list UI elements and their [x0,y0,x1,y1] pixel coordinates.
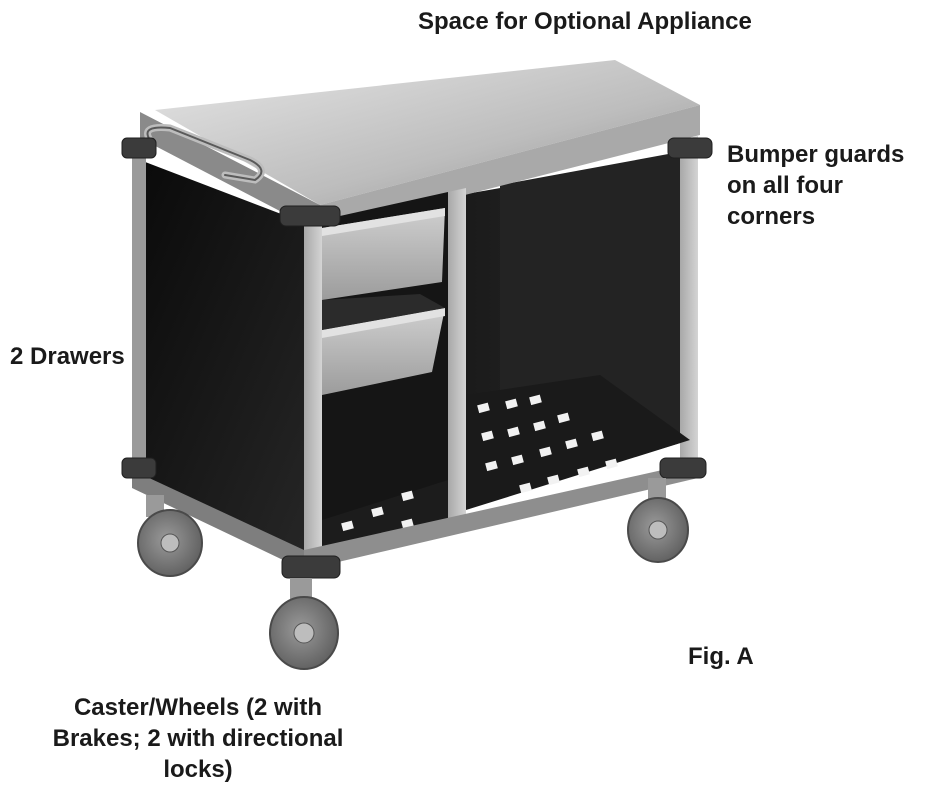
bumper-top-front [279,205,341,227]
drawers-label: 2 Drawers [10,343,125,370]
top-left-edge [140,112,320,232]
appliance-space-label: Space for Optional Appliance [418,8,752,35]
wheel-front-right [627,478,689,563]
base-front-rail [304,462,698,570]
bumper-bottom-left [121,457,157,479]
back-left-post [132,150,146,480]
bumper-top-left [121,137,157,159]
left-side-panel [140,160,310,555]
right-bottom-shelf [466,375,690,510]
wheel-front-left [269,578,339,670]
bumper-guards-label: Bumper guards on all four corners [727,141,905,230]
bumper-guards [121,137,713,579]
bumper-top-right [667,137,713,159]
wheel-back-left [137,495,203,577]
casters-label: Caster/Wheels (2 with Brakes; 2 with dir… [52,694,344,783]
bumper-bottom-front [281,555,341,579]
bumper-bottom-right [659,457,707,479]
figure-label: Fig. A [688,643,754,670]
front-right-post [680,136,698,474]
base-left-rail [132,470,304,570]
top-surface [155,60,700,205]
front-left-post [304,220,322,565]
caster-wheels [137,478,689,670]
center-divider [448,188,466,527]
